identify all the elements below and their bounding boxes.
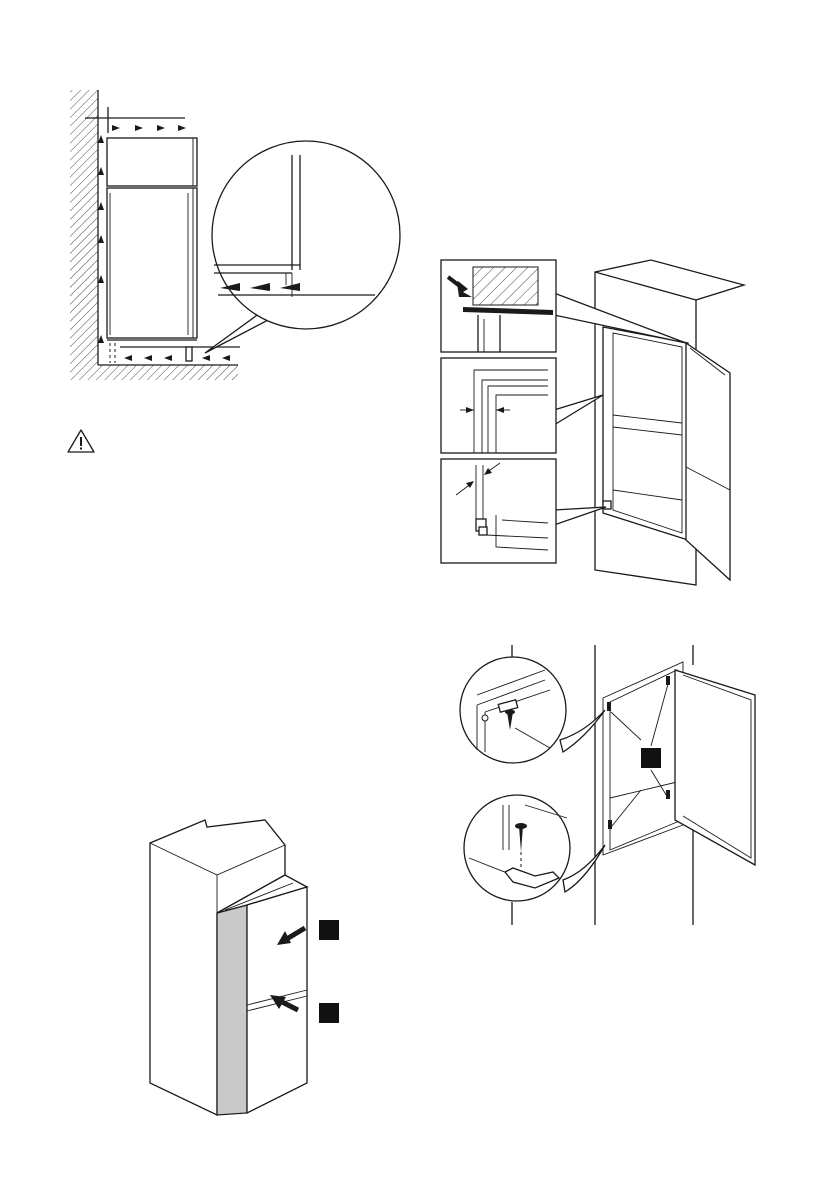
inset-gap-detail xyxy=(441,358,556,453)
airflow-arrows-side xyxy=(98,135,104,343)
hinge-screws-diagram xyxy=(455,640,760,925)
step-marker-3 xyxy=(641,748,661,768)
fridge-body xyxy=(107,188,197,338)
wall-hatch xyxy=(70,90,98,380)
top-hinge-detail xyxy=(460,657,566,763)
ventilation-diagram xyxy=(60,85,390,395)
airflow-arrows-bottom xyxy=(124,355,230,361)
upper-cabinet xyxy=(107,138,197,186)
open-door xyxy=(686,343,730,580)
airflow-arrows-top xyxy=(112,125,186,131)
step-marker-2 xyxy=(319,1003,339,1023)
door-alignment-diagram xyxy=(438,255,758,595)
detail-magnifier xyxy=(205,141,400,353)
floor-hatch xyxy=(98,365,238,380)
step-marker-1 xyxy=(319,920,339,940)
door-push-diagram xyxy=(145,815,345,1125)
bottom-hinge-detail xyxy=(464,795,570,901)
door-side-panel xyxy=(217,905,247,1115)
warning-triangle-icon xyxy=(66,428,96,454)
